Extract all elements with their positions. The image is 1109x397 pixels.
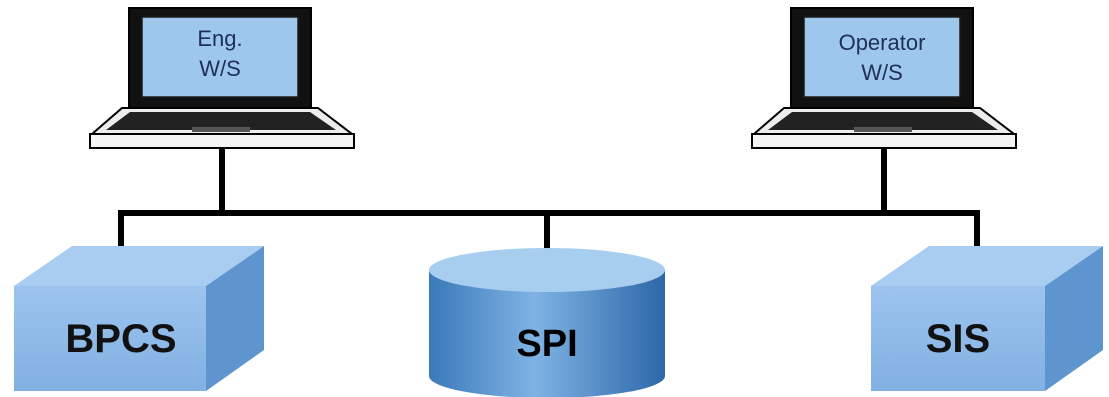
- eng-laptop-screen: [141, 16, 299, 98]
- sis-box-front: [871, 286, 1045, 391]
- operator-laptop-screen: [803, 16, 961, 98]
- operator-workstation-laptop: Operator W/S: [751, 7, 1017, 149]
- bpcs-box-front: [14, 286, 206, 391]
- bpcs-box-side: [206, 246, 264, 391]
- operator-laptop-trackpad: [854, 127, 912, 132]
- operator-laptop-base: [751, 133, 1017, 149]
- network-bus: [118, 145, 980, 271]
- operator-laptop-keys: [768, 112, 998, 130]
- spi-database-cylinder: SPI: [429, 248, 665, 397]
- sis-box-top: [871, 246, 1103, 286]
- bpcs-label: BPCS: [65, 317, 176, 361]
- spi-cylinder-body: [429, 270, 665, 397]
- bpcs-box: BPCS: [14, 246, 264, 391]
- eng-ws-label-line1: Eng.: [197, 26, 242, 51]
- spi-label: SPI: [516, 323, 577, 365]
- bpcs-box-top: [14, 246, 264, 286]
- eng-laptop-trackpad: [192, 127, 250, 132]
- sis-label: SIS: [926, 317, 990, 361]
- eng-laptop-base: [89, 133, 355, 149]
- spi-cylinder-top: [429, 248, 665, 292]
- sis-box: SIS: [871, 246, 1103, 391]
- sis-box-side: [1045, 246, 1103, 391]
- operator-ws-label-line2: W/S: [861, 60, 903, 85]
- operator-ws-label-line1: Operator: [839, 30, 926, 55]
- eng-ws-label-line2: W/S: [199, 56, 241, 81]
- eng-laptop-keys: [106, 112, 336, 130]
- eng-workstation-laptop: Eng. W/S: [89, 7, 355, 149]
